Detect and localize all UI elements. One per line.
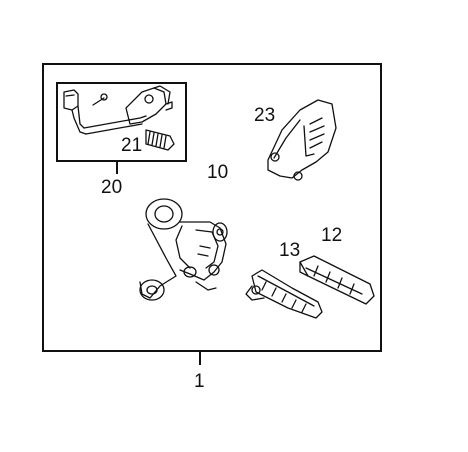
- callout-23: 23: [254, 105, 276, 126]
- part-13-footpeg: [245, 269, 323, 319]
- callout-12: 12: [321, 225, 343, 246]
- part-12-footpeg-rubber: [299, 255, 375, 305]
- part-10-footrest-bracket: [139, 198, 228, 301]
- callout-20: 20: [101, 177, 123, 198]
- callout-13: 13: [279, 240, 301, 261]
- leader-line-20: [116, 162, 118, 174]
- callout-1: 1: [194, 371, 205, 392]
- subassembly-frame: [56, 82, 187, 162]
- assembly-frame: [42, 63, 382, 352]
- part-21-shift-lever: [63, 85, 175, 151]
- callout-21: 21: [121, 135, 143, 156]
- callout-10: 10: [207, 162, 229, 183]
- part-23-heel-guard: [267, 99, 337, 181]
- leader-line-1: [199, 352, 201, 365]
